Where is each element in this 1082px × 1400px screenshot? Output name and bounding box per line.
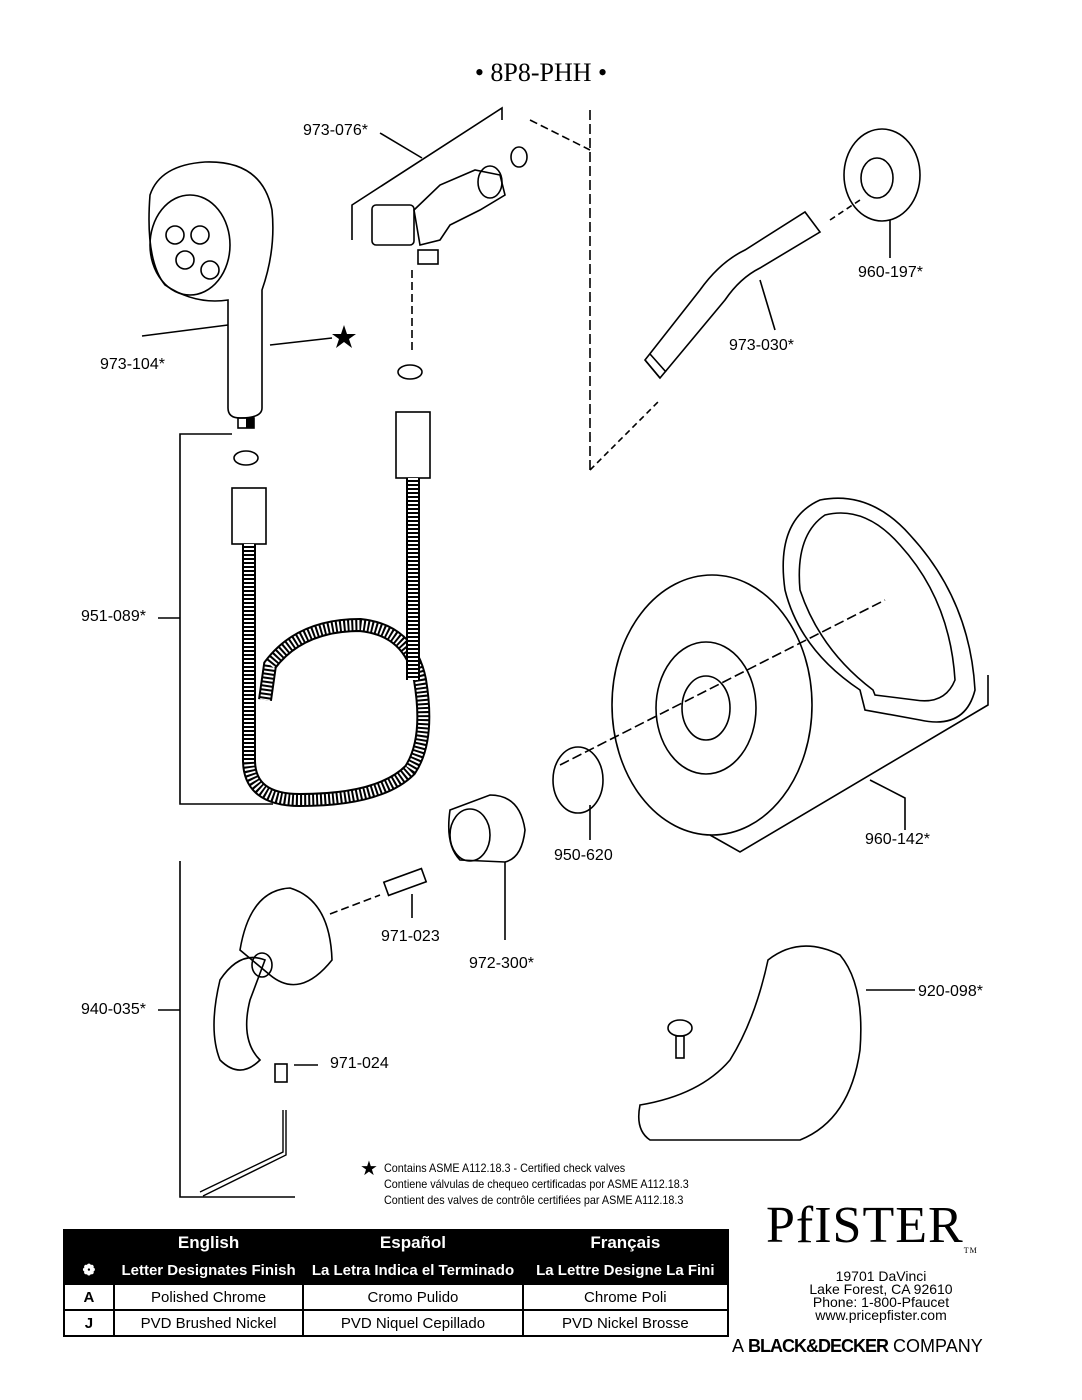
header-spanish: Español [302, 1229, 524, 1257]
black-decker-logo: BLACK&DECKER [748, 1336, 889, 1356]
company-suffix: COMPANY [893, 1336, 983, 1356]
website: www.pricepfister.com [815, 1307, 947, 1323]
model-title: • 8P8-PHH • [474, 58, 608, 87]
finish-symbol-icon: ❁ [63, 1255, 115, 1285]
hand-shower-drawing [141, 161, 333, 466]
finish-letter: A [63, 1283, 115, 1311]
adapter-and-screw-drawing [274, 867, 428, 1083]
wall-bracket-drawing [351, 106, 591, 380]
hose-drawing [158, 411, 431, 808]
note-spanish: Contiene válvulas de chequeo certificada… [384, 1177, 689, 1191]
finish-spanish: Cromo Pulido [302, 1283, 524, 1311]
subheader-french: La Lettre Designe La Fini [521, 1255, 730, 1285]
arm-flange-drawing [843, 128, 921, 258]
logo-text: PfISTER [766, 1197, 964, 1254]
phone-number: Phone: 1-800-Pfaucet [812, 1294, 950, 1310]
table-row: J PVD Brushed Nickel PVD Niquel Cepillad… [63, 1309, 730, 1337]
sleeve-drawing [447, 794, 526, 940]
tub-spout-drawing [637, 945, 915, 1141]
trademark-mark: TM [963, 1246, 978, 1255]
subheader-english: Letter Designates Finish [112, 1255, 305, 1285]
shower-arm-drawing [589, 110, 861, 471]
part-label-960-197: 960-197* [858, 264, 923, 281]
finish-table: English Español Français ❁ Letter Design… [63, 1229, 730, 1337]
part-label-940-035: 940-035* [81, 1001, 146, 1018]
table-row: A Polished Chrome Cromo Pulido Chrome Po… [63, 1283, 730, 1311]
address-line-2: Lake Forest, CA 92610 [809, 1281, 953, 1297]
note-french: Contient des valves de contrôle certifié… [384, 1193, 684, 1207]
part-label-920-098: 920-098* [918, 983, 983, 1000]
trim-plate-drawing [559, 497, 989, 853]
pfister-logo: PfISTERTM [766, 1196, 978, 1255]
part-label-951-089: 951-089* [81, 608, 146, 625]
header-french: Français [521, 1229, 730, 1257]
check-valve-star-icon [332, 325, 356, 348]
part-label-971-023: 971-023 [381, 928, 440, 945]
address-line-1: 19701 DaVinci [835, 1268, 927, 1284]
company-line: A BLACK&DECKER COMPANY [732, 1336, 983, 1357]
o-ring-drawing [552, 746, 604, 840]
part-label-973-030: 973-030* [729, 337, 794, 354]
part-label-973-104: 973-104* [100, 356, 165, 373]
part-label-973-076: 973-076* [303, 122, 368, 139]
company-prefix: A [732, 1336, 744, 1356]
part-label-960-142: 960-142* [865, 831, 930, 848]
finish-french: Chrome Poli [521, 1283, 730, 1311]
note-star-icon: ★ [360, 1158, 378, 1180]
part-label-971-024: 971-024 [330, 1055, 389, 1072]
note-english: Contains ASME A112.18.3 - Certified chec… [384, 1161, 626, 1175]
part-label-972-300: 972-300* [469, 955, 534, 972]
part-label-950-620: 950-620 [554, 847, 613, 864]
finish-spanish: PVD Niquel Cepillado [302, 1309, 524, 1337]
finish-english: PVD Brushed Nickel [112, 1309, 305, 1337]
subheader-spanish: La Letra Indica el Terminado [302, 1255, 524, 1285]
finish-french: PVD Nickel Brosse [521, 1309, 730, 1337]
handle-drawing [158, 861, 333, 1198]
header-cell-empty [63, 1229, 115, 1257]
finish-english: Polished Chrome [112, 1283, 305, 1311]
finish-letter: J [63, 1309, 115, 1337]
header-english: English [112, 1229, 305, 1257]
